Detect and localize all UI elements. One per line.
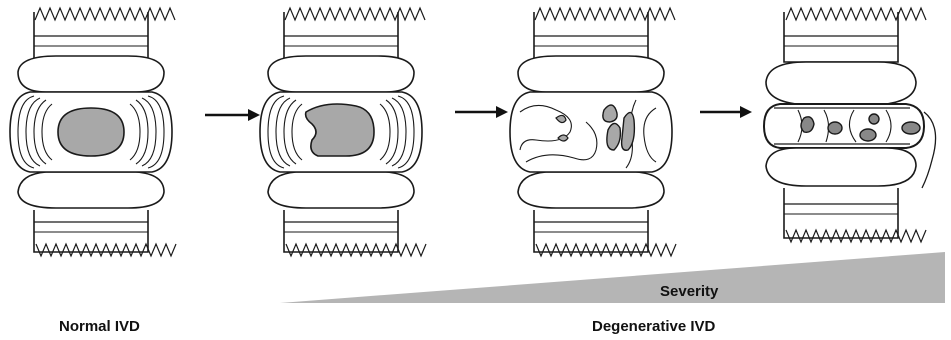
stage-severe-degeneration bbox=[764, 8, 936, 242]
normal-ivd-label: Normal IVD bbox=[59, 318, 140, 335]
progression-arrow-3 bbox=[700, 106, 752, 118]
stage-moderate-degeneration bbox=[510, 8, 676, 256]
degenerative-ivd-label: Degenerative IVD bbox=[592, 318, 715, 335]
progression-arrow-2 bbox=[455, 106, 508, 118]
nucleus-fragment bbox=[902, 122, 920, 134]
nucleus-pulposus bbox=[306, 104, 374, 156]
stage-normal bbox=[10, 8, 176, 256]
nucleus-fragment bbox=[828, 122, 842, 134]
severity-label: Severity bbox=[660, 283, 718, 300]
severity-wedge bbox=[280, 252, 945, 303]
nucleus-fragment bbox=[860, 129, 876, 141]
nucleus-fragment bbox=[801, 117, 814, 132]
nucleus-fragment bbox=[869, 114, 879, 124]
progression-arrow-1 bbox=[205, 109, 260, 121]
stage-early-degeneration bbox=[260, 8, 426, 256]
nucleus-pulposus bbox=[58, 108, 124, 156]
